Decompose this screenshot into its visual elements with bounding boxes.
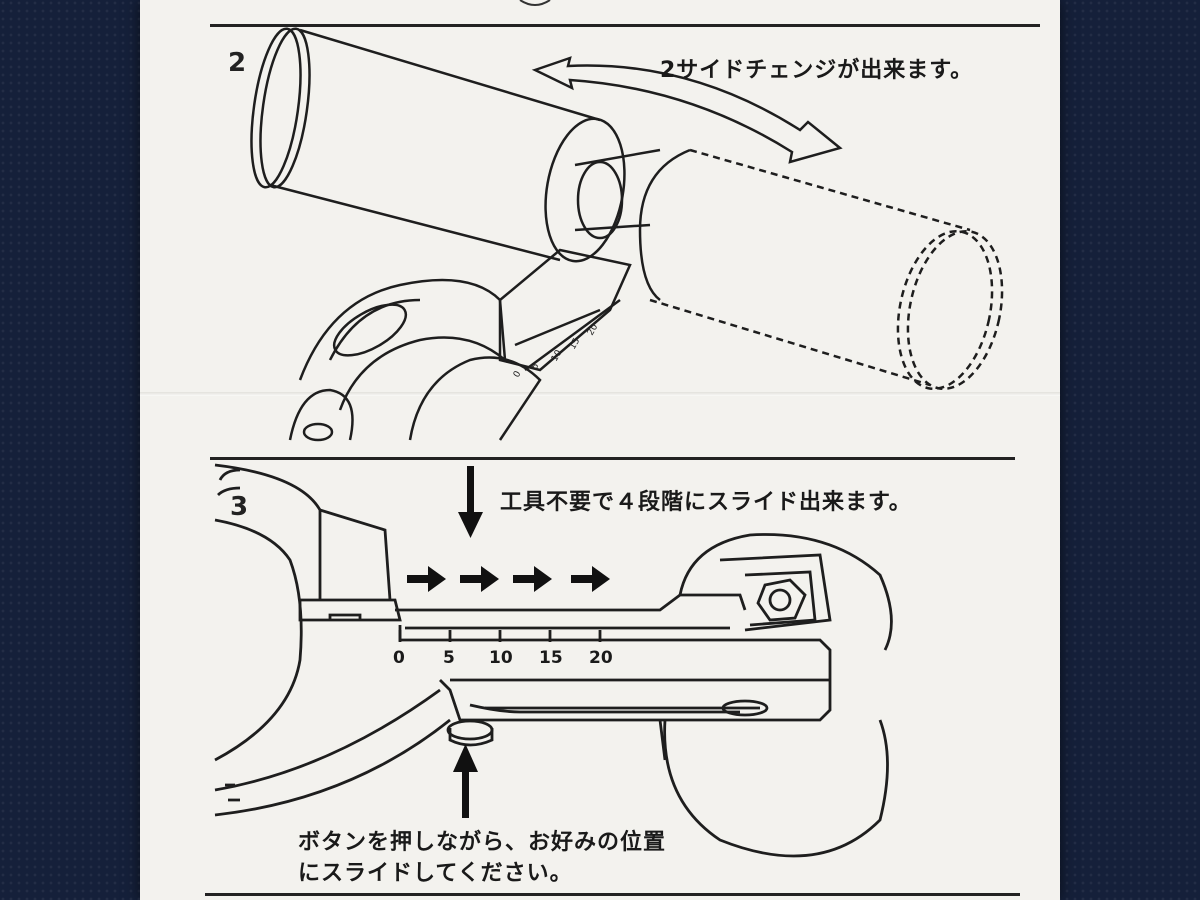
step3-caption-top: 工具不要で４段階にスライド出来ます。: [500, 490, 912, 515]
step3-top-rule: [210, 457, 1015, 460]
scale-label-10: 10: [489, 648, 513, 668]
svg-text:15: 15: [568, 337, 582, 352]
scale-label-0: 0: [393, 648, 405, 668]
svg-text:0: 0: [512, 369, 524, 379]
svg-text:5: 5: [530, 362, 542, 372]
step3-caption-bottom-line1: ボタンを押しながら、お好みの位置: [298, 830, 667, 855]
instruction-sheet: [140, 0, 1060, 900]
step3-number: 3: [230, 492, 249, 522]
slide-arrow-3: [513, 566, 552, 592]
step3-caption-bottom-line2: にスライドしてください。: [298, 861, 573, 886]
step2-illustration: [250, 27, 1004, 442]
paper-fold-crease: [140, 392, 1060, 396]
slide-arrow-2: [460, 566, 499, 592]
step2-rail-scale: 0 5 10 15 20: [512, 322, 601, 379]
step2-number: 2: [228, 48, 247, 78]
slide-arrow-4: [571, 566, 610, 592]
bottom-rule: [205, 893, 1020, 896]
step2-top-rule: [210, 24, 1040, 27]
step2-caption: 2サイドチェンジが出来ます。: [660, 58, 974, 83]
step3-illustration: [214, 463, 893, 858]
step3-arrows: [407, 466, 610, 818]
scale-label-20: 20: [589, 648, 613, 668]
scale-label-5: 5: [443, 648, 455, 668]
scale-label-15: 15: [539, 648, 563, 668]
slide-arrow-1: [407, 566, 446, 592]
